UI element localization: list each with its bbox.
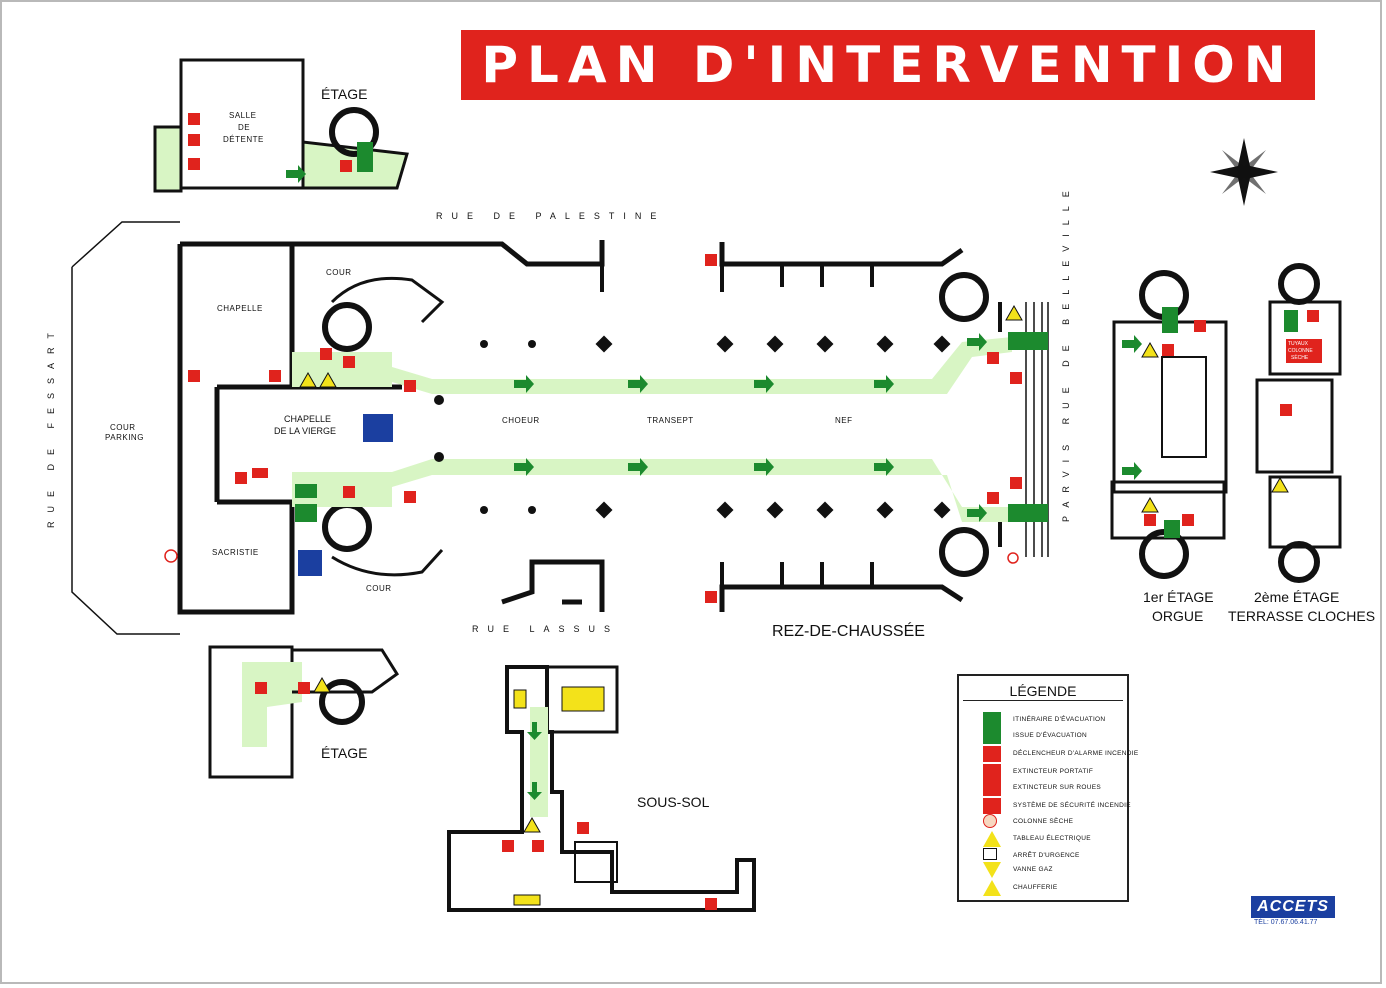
room-salle-1: SALLE (229, 111, 257, 120)
legend-item-label: CHAUFFERIE (1013, 884, 1058, 891)
company-phone: TÉL: 07.67.06.41.77 (1254, 919, 1318, 926)
room-cour-bottom: COUR (366, 584, 392, 593)
room-salle-3: DÉTENTE (223, 135, 264, 144)
legend-item-label: DÉCLENCHEUR D'ALARME INCENDIE (1013, 750, 1139, 757)
room-transept: TRANSEPT (647, 416, 694, 425)
legend-item-label: EXTINCTEUR PORTATIF (1013, 768, 1094, 775)
info-sign-icon (363, 414, 393, 442)
legend-item-label: ARRÊT D'URGENCE (1013, 852, 1080, 859)
gas-valve-icon (983, 862, 1001, 878)
electrical-panel-icon (299, 304, 1289, 906)
floor-label-basement: SOUS-SOL (637, 794, 710, 810)
dry-riser-icon (164, 549, 178, 563)
room-chapelle: CHAPELLE (217, 304, 263, 313)
wheelchair-icon (298, 550, 322, 576)
room-chapelle-vierge-2: DE LA VIERGE (274, 426, 337, 436)
legend-item-label: EXTINCTEUR SUR ROUES (1013, 784, 1101, 791)
dry-riser-label-2: COLONNE (1288, 348, 1313, 354)
dry-riser-icon (983, 814, 997, 828)
legend-item: ITINÉRAIRE D'ÉVACUATION (965, 712, 1125, 728)
floor-label-first: 1er ÉTAGE (1143, 589, 1214, 605)
floor-label-ground: REZ-DE-CHAUSSÉE (772, 623, 925, 640)
emergency-exit-icon (983, 728, 1001, 744)
title-banner: PLAN D'INTERVENTION (461, 30, 1315, 100)
second-floor (1255, 263, 1342, 583)
upper-floor-top (153, 58, 409, 193)
evacuation-routes (292, 337, 1012, 817)
fire-extinguisher-icon (188, 113, 1322, 910)
legend-item: CHAUFFERIE (965, 880, 1125, 896)
legend-title: LÉGENDE (1009, 683, 1077, 699)
page-title: PLAN D'INTERVENTION (481, 36, 1295, 94)
legend-item: COLONNE SÈCHE (965, 814, 1125, 830)
dry-riser-icon (1007, 552, 1019, 564)
cour-parking-outline (71, 221, 180, 635)
floor-label-second-sub: TERRASSE CLOCHES (1228, 608, 1376, 624)
legend-item: TABLEAU ÉLECTRIQUE (965, 831, 1125, 847)
emergency-stop-icon (983, 848, 997, 860)
dry-riser-label-1: TUYAUX (1288, 341, 1308, 347)
room-chapelle-vierge-1: CHAPELLE (284, 414, 332, 424)
legend-item: DÉCLENCHEUR D'ALARME INCENDIE (965, 746, 1138, 762)
floor-label-second: 2ème ÉTAGE (1254, 589, 1340, 605)
room-cour-parking-2: PARKING (105, 433, 144, 442)
wheeled-extinguisher-icon (983, 780, 1001, 796)
floor-label-upper-top: ÉTAGE (321, 86, 368, 102)
street-east: PARVIS RUE DE BELLEVILLE (1061, 182, 1071, 522)
legend-item-label: ISSUE D'ÉVACUATION (1013, 732, 1087, 739)
company-logo: ACCETS (1251, 896, 1335, 918)
street-south: RUE LASSUS (472, 624, 620, 634)
street-north: RUE DE PALESTINE (436, 211, 666, 221)
route-arrows (286, 165, 1142, 800)
legend-item-label: ITINÉRAIRE D'ÉVACUATION (1013, 716, 1106, 723)
legend-item: VANNE GAZ (965, 862, 1125, 878)
floor-label-first-sub: ORGUE (1152, 608, 1204, 624)
legend-item-label: VANNE GAZ (1013, 866, 1053, 873)
legend-item: ISSUE D'ÉVACUATION (965, 728, 1125, 744)
room-salle-2: DE (238, 123, 251, 132)
legend-item-label: COLONNE SÈCHE (1013, 818, 1074, 825)
legend-divider (963, 700, 1123, 701)
dry-riser-label-3: SÈCHE (1291, 355, 1309, 361)
room-nef: NEF (835, 416, 853, 425)
legend-item-label: TABLEAU ÉLECTRIQUE (1013, 835, 1091, 842)
emergency-exit-icon (295, 142, 1298, 538)
green-arrow-icon (983, 712, 1001, 728)
upper-floor-bottom (208, 645, 400, 779)
room-cour-parking-1: COUR (110, 423, 136, 432)
fire-extinguisher-icon (983, 764, 1001, 780)
electrical-panel-icon (983, 831, 1001, 847)
room-choeur: CHOEUR (502, 416, 540, 425)
fire-alarm-icon (983, 746, 1001, 762)
basement (447, 665, 756, 912)
street-west: RUE DE FESSART (46, 324, 56, 528)
legend-item: EXTINCTEUR SUR ROUES (965, 780, 1125, 796)
legend-item-label: SYSTÈME DE SÉCURITÉ INCENDIE (1013, 802, 1131, 809)
pillars (434, 335, 951, 519)
legend-panel: LÉGENDE ITINÉRAIRE D'ÉVACUATION ISSUE D'É… (957, 674, 1138, 902)
floor-label-upper-bottom: ÉTAGE (321, 745, 368, 761)
compass-rose-icon (1210, 138, 1278, 206)
room-cour-top: COUR (326, 268, 352, 277)
boiler-room-icon (983, 880, 1001, 896)
legend-item: ARRÊT D'URGENCE (965, 848, 1125, 864)
ground-floor-walls (177, 240, 1049, 615)
legend-item: SYSTÈME DE SÉCURITÉ INCENDIE (965, 798, 1131, 814)
legend-item: EXTINCTEUR PORTATIF (965, 764, 1125, 780)
room-sacristie: SACRISTIE (212, 548, 259, 557)
fire-safety-system-icon (983, 798, 1001, 814)
